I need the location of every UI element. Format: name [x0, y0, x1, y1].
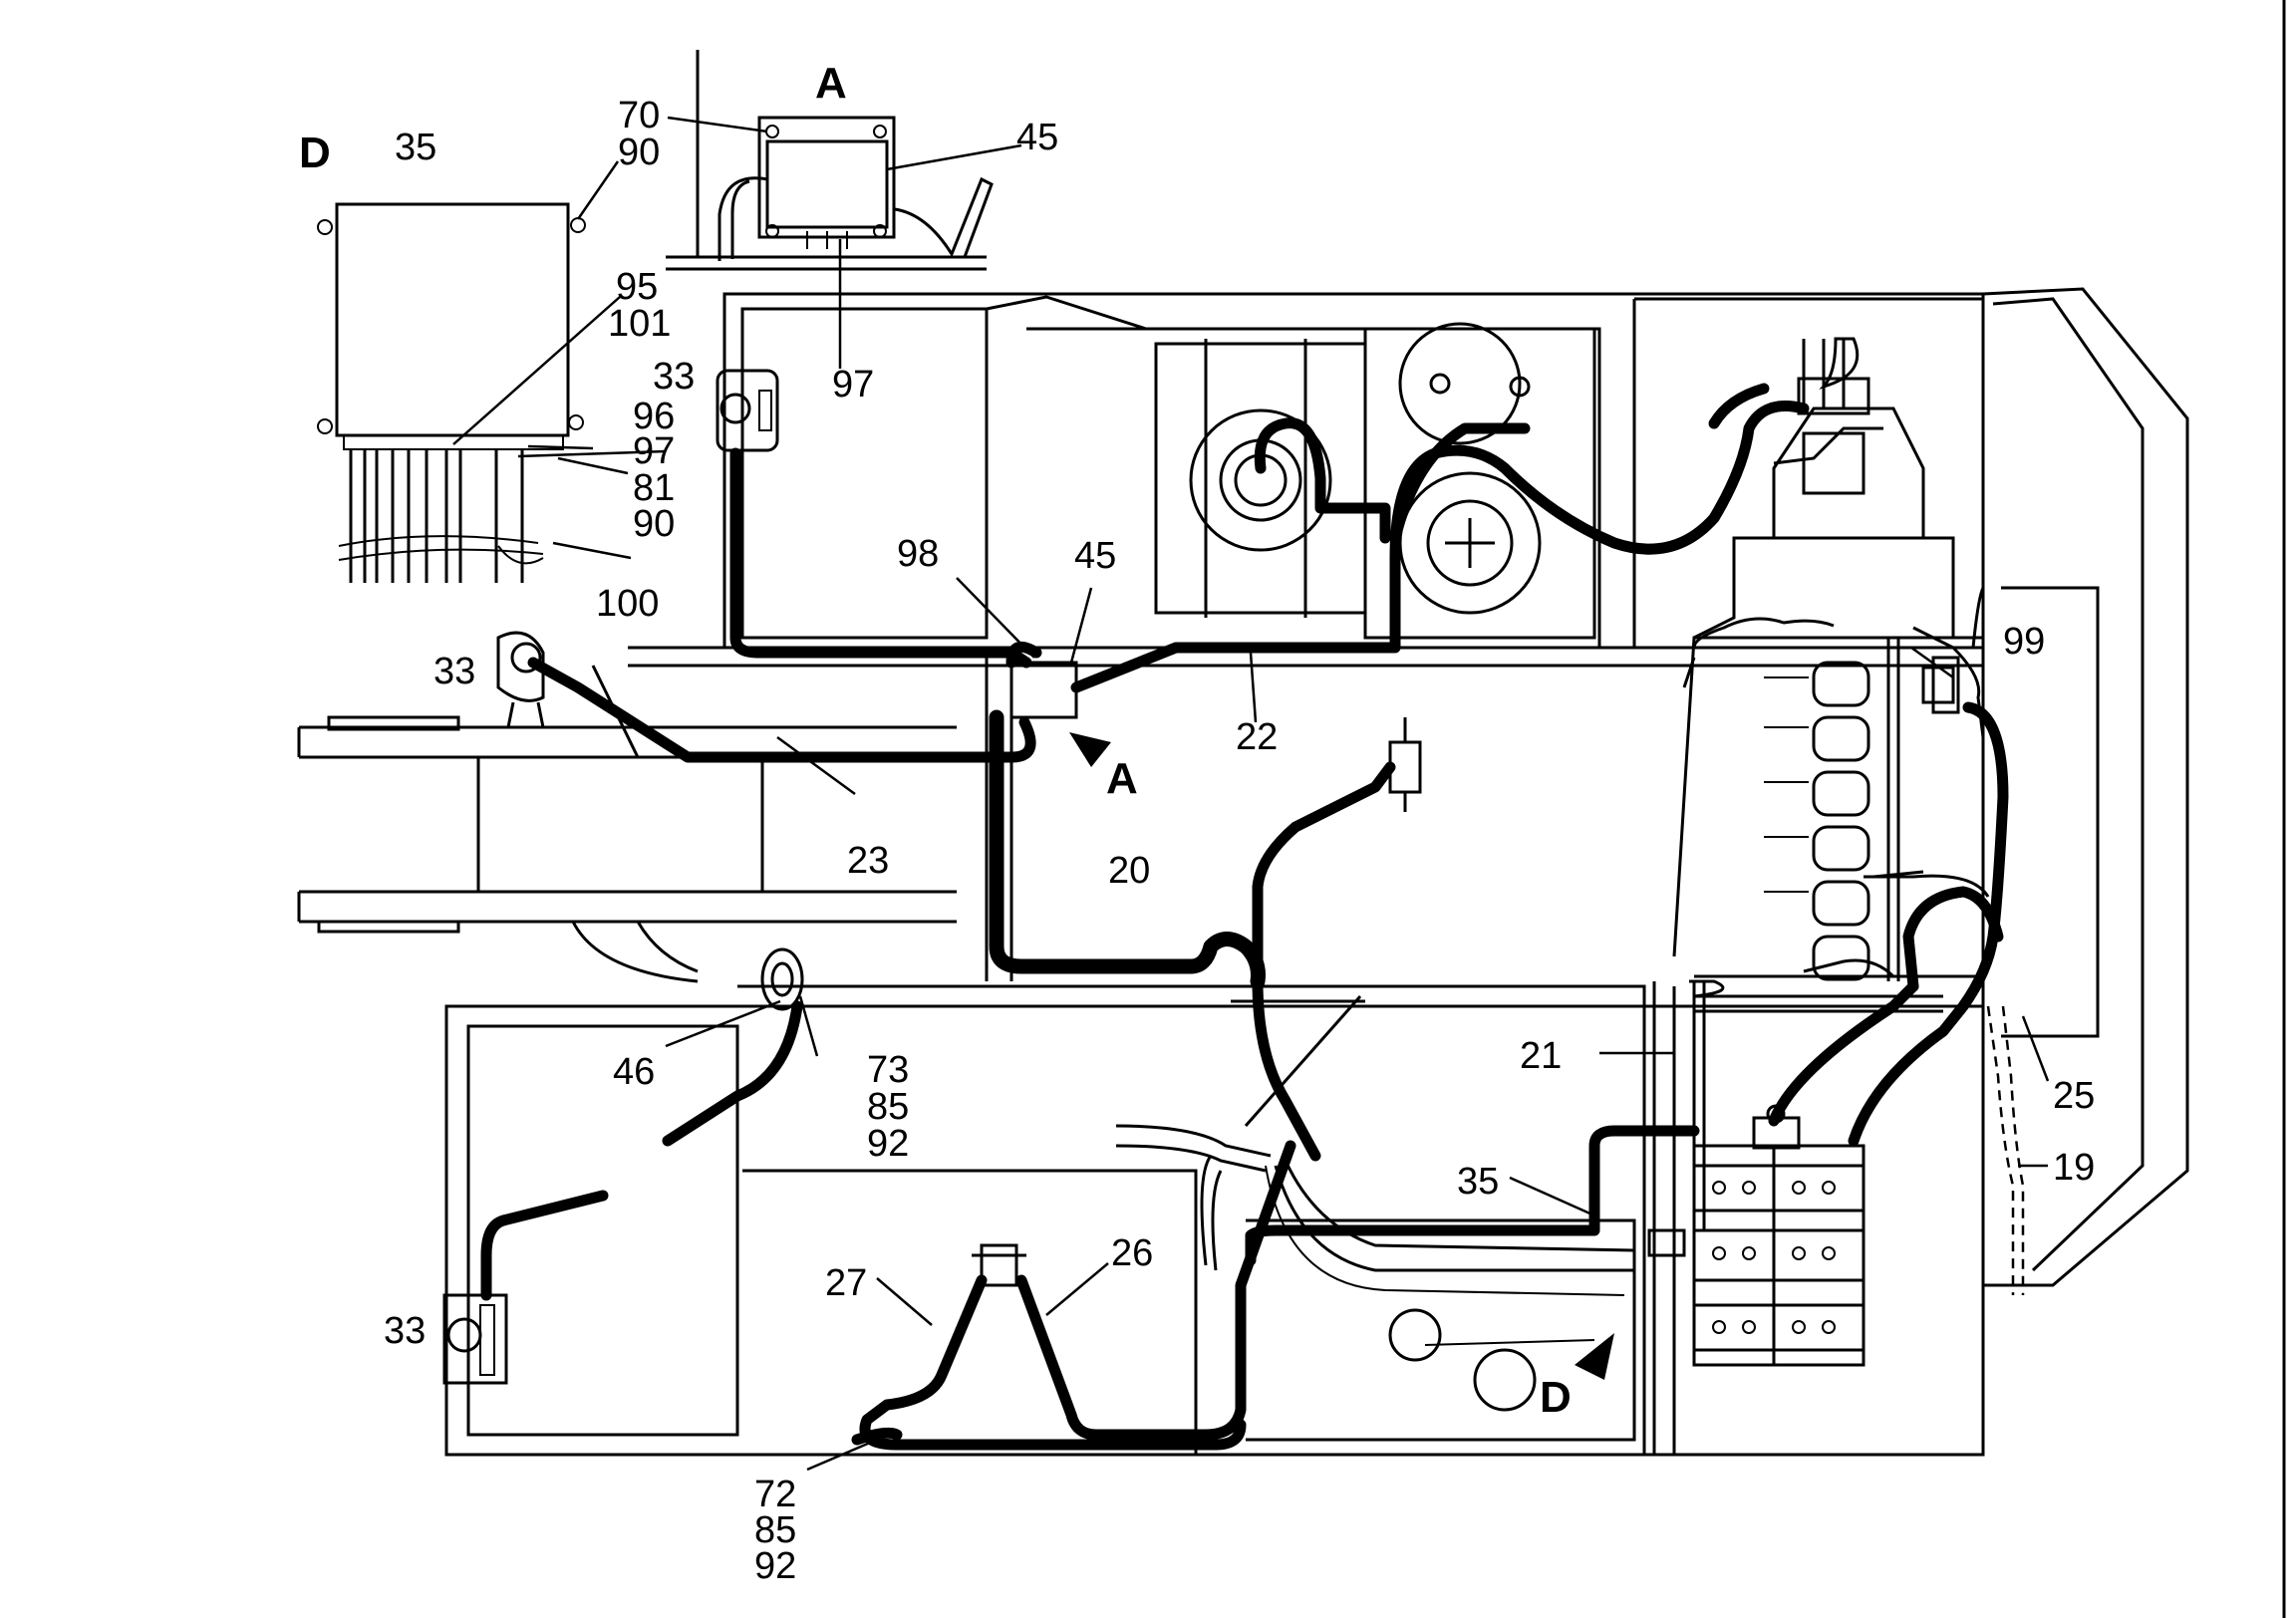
callout-20: 20: [1108, 850, 1150, 892]
batteries: [1692, 1104, 1866, 1367]
callout-92: 92: [867, 1123, 909, 1165]
work-light-top: [716, 369, 779, 452]
callout-85: 85: [867, 1086, 909, 1128]
engine: [1672, 337, 1985, 981]
callout-45: 45: [1016, 117, 1058, 158]
callout-70: 70: [618, 95, 660, 136]
callout-90-b: 90: [633, 503, 675, 545]
callout-95: 95: [616, 266, 658, 308]
work-light-bottom: [442, 1293, 508, 1385]
callout-33-top: 33: [653, 356, 695, 398]
callout-72: 72: [754, 1474, 796, 1515]
callout-92-b: 92: [754, 1545, 796, 1587]
callout-23: 23: [847, 840, 889, 882]
wiring-harness: [480, 383, 2009, 1451]
detail-a-box: [666, 50, 994, 271]
callout-35-b: 35: [1457, 1161, 1499, 1203]
leader-lines: [452, 116, 2050, 1472]
callout-73: 73: [867, 1049, 909, 1091]
callout-21: 21: [1520, 1035, 1562, 1077]
pump-assembly: [1154, 322, 1596, 640]
callout-90: 90: [618, 132, 660, 173]
detail-d-junction-box: [317, 202, 586, 583]
view-arrow-a: [1069, 732, 1111, 767]
detail-d-title: D: [299, 129, 331, 177]
view-arrow-d: [1575, 1333, 1614, 1380]
junction-box-45: [1009, 661, 1078, 719]
callout-35: 35: [395, 127, 436, 168]
callout-101: 101: [608, 303, 671, 345]
cable-19b: [2001, 1005, 2025, 1295]
callout-25: 25: [2053, 1075, 2095, 1117]
cable-19: [1986, 1005, 2015, 1295]
callout-81: 81: [633, 467, 675, 509]
work-light-left: [496, 631, 545, 729]
callout-100: 100: [596, 583, 659, 625]
callout-27: 27: [825, 1262, 867, 1304]
callout-33-bottom: 33: [384, 1310, 426, 1352]
detail-a-title: A: [815, 59, 847, 108]
callout-97-b: 97: [633, 430, 675, 472]
callout-19: 19: [2053, 1147, 2095, 1189]
callout-46: 46: [613, 1051, 655, 1093]
callout-98: 98: [897, 533, 939, 575]
bracket-26-27: [972, 1243, 1026, 1287]
callout-97: 97: [832, 364, 874, 405]
view-marker-a: A: [1106, 754, 1138, 803]
conduits: [1115, 979, 1943, 1296]
callout-45-b: 45: [1074, 535, 1116, 577]
callout-26: 26: [1111, 1232, 1153, 1274]
horn: [760, 947, 804, 1011]
callout-85-b: 85: [754, 1509, 796, 1551]
callout-96: 96: [633, 396, 675, 437]
callout-22: 22: [1236, 716, 1278, 758]
view-marker-d: D: [1540, 1373, 1572, 1422]
callout-33-left: 33: [433, 651, 475, 692]
callout-99: 99: [2003, 621, 2045, 663]
